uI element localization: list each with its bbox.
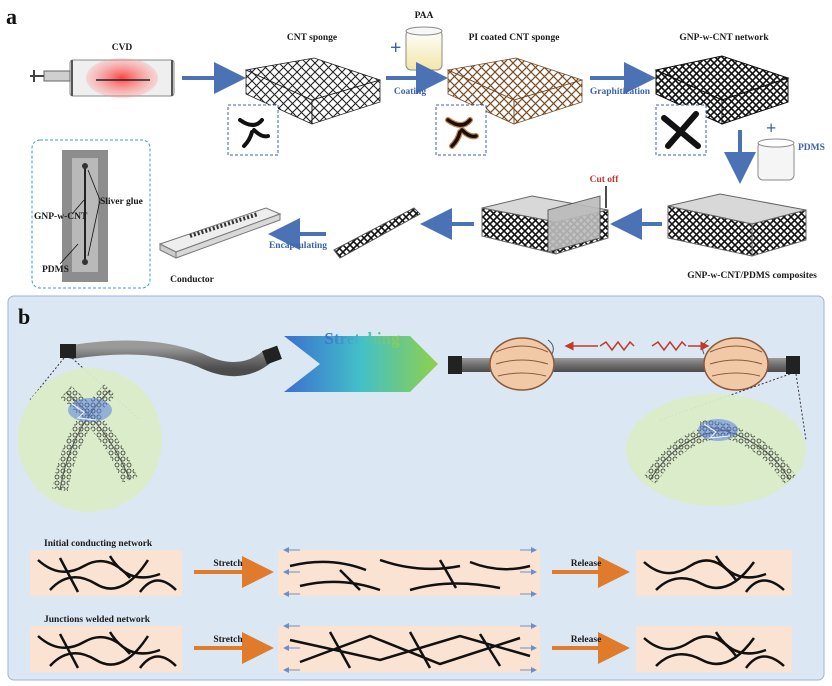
initial-network-label: Initial conducting network <box>44 539 153 549</box>
panel-b-letter: b <box>18 304 30 329</box>
encapsulating-label: Encapsulating <box>269 241 327 251</box>
release-2-label: Release <box>571 635 602 645</box>
spring-left-icon <box>599 340 635 352</box>
cnt-strip <box>333 207 421 259</box>
right-fist-icon <box>702 337 769 391</box>
plus-icon-pdms: + <box>766 118 776 138</box>
strip-released-2 <box>636 626 792 672</box>
spring-right-icon <box>651 340 687 352</box>
inset-gnp-label: GNP-w-CNT <box>34 212 88 222</box>
stretching-arrow <box>284 336 438 392</box>
panel-b: b Stretching <box>7 295 825 681</box>
pdms-jar <box>757 138 795 181</box>
stretch-2-label: Stretch <box>213 635 243 645</box>
plus-icon-paa: + <box>390 37 401 59</box>
network-released-1 <box>643 555 785 593</box>
inset-pdms-label: PDMS <box>42 265 69 275</box>
strip-released-1 <box>636 550 792 596</box>
conductor-label: Conductor <box>170 275 215 285</box>
panel-a: a CVD CNT sponge PAA + <box>6 4 825 289</box>
pi-coated-label: PI coated CNT sponge <box>469 33 560 43</box>
stretching-label: Stretching <box>324 329 400 348</box>
network-stretched-2 <box>289 631 531 669</box>
composite-block <box>667 193 807 257</box>
inset-silver-label: Sliver glue <box>100 197 143 207</box>
cvd-apparatus <box>30 58 175 98</box>
network-initial <box>37 555 177 593</box>
pdms-add-label: PDMS <box>798 143 825 153</box>
junction-bubble-left <box>18 368 162 512</box>
panel-a-letter: a <box>6 4 17 29</box>
network-stretched-1 <box>289 558 531 592</box>
stretch-1-label: Stretch <box>213 559 243 569</box>
junction-bubble-right <box>626 394 806 506</box>
coating-label: Coating <box>394 87 426 97</box>
device-photo-inset <box>31 139 151 289</box>
release-1-label: Release <box>571 559 602 569</box>
gnp-network-label: GNP-w-CNT network <box>679 33 769 43</box>
welded-network-label: Junctions welded network <box>44 615 151 625</box>
paa-jar <box>405 26 443 71</box>
strip-stretched-2 <box>278 626 540 672</box>
network-welded <box>37 631 177 669</box>
cable-relaxed <box>65 340 275 377</box>
gnp-junction-shape <box>661 111 701 149</box>
cut-off-label: Cut off <box>590 175 620 185</box>
cvd-label: CVD <box>112 43 133 53</box>
cut-block <box>481 195 609 255</box>
cnt-junction-shape <box>238 118 270 148</box>
conductor <box>158 207 282 259</box>
cnt-sponge <box>244 57 382 125</box>
strip-stretched-1 <box>278 550 540 596</box>
graphitization-label: Graphitization <box>590 87 651 97</box>
network-released-2 <box>643 631 785 669</box>
left-fist-icon <box>489 337 555 391</box>
composites-label: GNP-w-CNT/PDMS composites <box>687 271 817 281</box>
pi-coated-sponge <box>446 57 584 125</box>
cnt-sponge-label: CNT sponge <box>287 33 337 43</box>
paa-label: PAA <box>415 11 434 21</box>
pi-junction-shape <box>446 118 478 148</box>
